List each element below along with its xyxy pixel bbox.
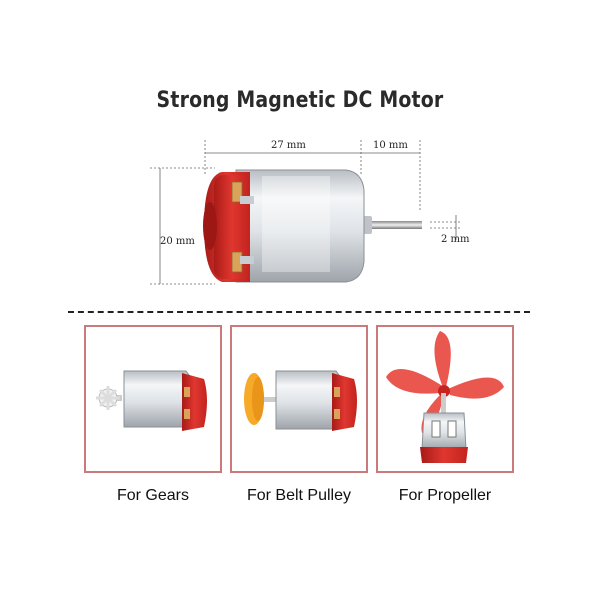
dimension-height-label: 20 mm	[160, 236, 195, 247]
motor-shaft	[368, 221, 422, 229]
pulley-icon	[244, 373, 264, 425]
use-panel-gears	[84, 325, 222, 473]
pulley-motor-image	[244, 370, 357, 431]
caption-gears: For Gears	[116, 487, 189, 504]
dimension-shaft-diameter-label: 2 mm	[441, 234, 470, 245]
dimension-lines	[150, 140, 460, 285]
motor-body	[235, 169, 365, 283]
caption-propeller: For Propeller	[398, 487, 492, 504]
dimension-shaft-length-label: 10 mm	[373, 140, 408, 151]
gear-icon	[96, 386, 120, 410]
use-panel-propeller	[376, 325, 514, 473]
propeller-motor-image	[386, 331, 504, 463]
gear-motor-image	[96, 370, 207, 431]
section-divider	[68, 311, 530, 313]
use-panel-belt-pulley	[230, 325, 368, 473]
dimension-length-label: 27 mm	[271, 140, 306, 151]
caption-belt-pulley: For Belt Pulley	[246, 487, 352, 504]
product-title: Strong Magnetic DC Motor	[156, 88, 444, 113]
